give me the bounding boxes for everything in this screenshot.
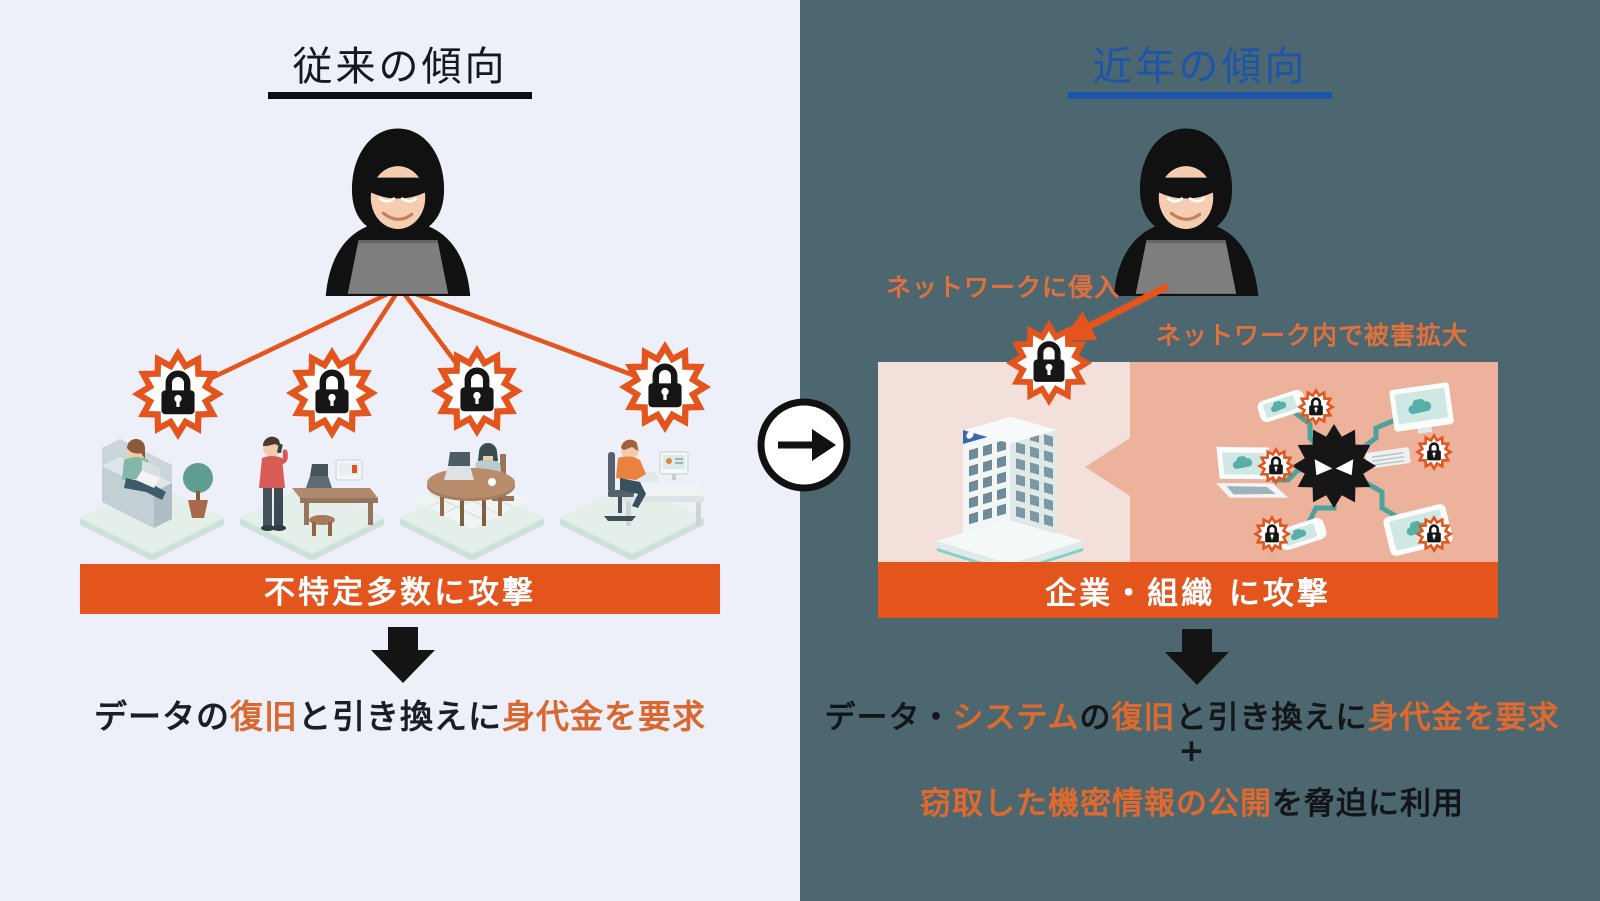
transition-arrow-icon [757, 398, 851, 492]
monitor-device [1365, 382, 1454, 469]
left-banner-label: 不特定多数に攻撃 [264, 574, 536, 611]
intrusion-label: ネットワークに侵入 [886, 273, 1121, 302]
victim-table-laptop-scene [400, 443, 544, 560]
victim-office-desk-scene [560, 439, 704, 560]
right-banner-label: 企業・組織 に攻撃 [1045, 575, 1331, 612]
result-segment-orange: 復旧 [1111, 700, 1176, 736]
spread-wedge [1085, 438, 1130, 496]
lock-burst-icon [132, 348, 224, 440]
plus-sign: + [1178, 733, 1206, 769]
laptop-device [1216, 446, 1289, 498]
result-segment: データの [94, 697, 230, 736]
victim-home-sofa-scene [80, 439, 224, 560]
result-segment: と引き換えに [298, 697, 502, 736]
hacker-icon [1102, 118, 1270, 296]
right-title-underline [1068, 92, 1332, 99]
left-title-underline [268, 92, 532, 99]
result-segment-orange: 身代金を要求 [502, 697, 706, 736]
lock-burst-icon [619, 341, 711, 433]
left-title: 従来の傾向 [292, 44, 508, 90]
spread-label: ネットワーク内で被害拡大 [1156, 321, 1469, 350]
down-arrow-icon [1164, 629, 1230, 685]
result-segment-orange: 復旧 [230, 697, 298, 736]
result-segment-orange: 身代金を要求 [1367, 700, 1560, 736]
down-arrow-icon [370, 627, 436, 683]
right-title: 近年の傾向 [1092, 44, 1308, 90]
lock-burst-icon [286, 347, 378, 439]
right-banner: 企業・組織 に攻撃 [878, 562, 1498, 618]
phone-device [1257, 389, 1307, 423]
panel-recent-trend: 近年の傾向 ネットワークに侵入 ネットワーク内で被害拡大 [800, 0, 1600, 901]
result-segment: データ・ [824, 700, 953, 736]
result-segment-orange: 窃取した機密情報の公開 [920, 786, 1272, 822]
malware-icon [1292, 424, 1376, 508]
right-result-line1: データ・システムの復旧と引き換えに身代金を要求 [800, 692, 1584, 737]
lock-burst-icon [1006, 320, 1092, 406]
result-segment-orange: システム [952, 700, 1080, 736]
victim-phone-desk-scene [240, 436, 384, 560]
hacker-icon [314, 118, 482, 296]
lock-burst-icon [431, 345, 523, 437]
right-result-line2: 窃取した機密情報の公開を脅迫に利用 [800, 778, 1584, 823]
result-segment: と引き換えに [1175, 700, 1368, 736]
infected-network-graphic [1216, 382, 1454, 556]
phone-device [1277, 517, 1327, 551]
panel-traditional-trend: 従来の傾向 [0, 0, 800, 901]
lock-burst-icon [1415, 433, 1453, 471]
left-banner: 不特定多数に攻撃 [80, 564, 720, 614]
left-result-text: データの復旧と引き換えに身代金を要求 [0, 690, 800, 738]
result-segment: の [1079, 700, 1112, 736]
result-segment: を脅迫に利用 [1272, 786, 1464, 822]
building-icon [937, 416, 1083, 574]
intrusion-arrow-icon [1061, 282, 1170, 341]
